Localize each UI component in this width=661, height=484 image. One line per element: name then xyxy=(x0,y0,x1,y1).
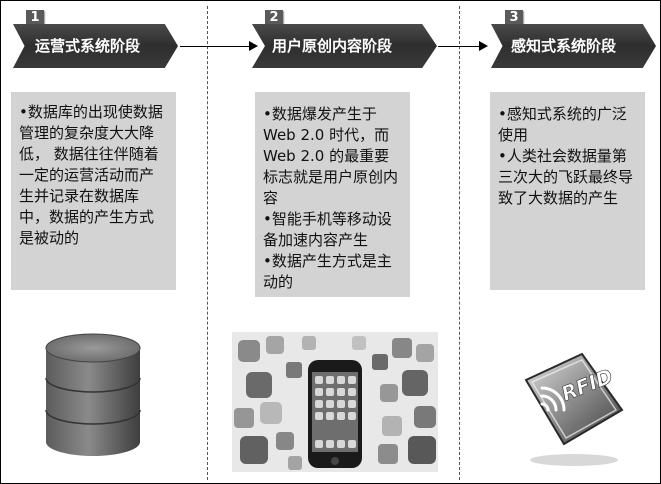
flow-arrow xyxy=(438,46,486,47)
bullet-item: •感知式系统的广泛使用 xyxy=(498,104,637,146)
stage-number-badge: 2 xyxy=(265,10,283,26)
column-divider xyxy=(459,6,460,480)
smartphone-apps-collage xyxy=(232,332,438,472)
stage-description-box: •数据库的出现使数据管理的复杂度大大降低， 数据往往伴随着一定的运营活动而产生并… xyxy=(11,92,176,290)
bullet-item: •人类社会数据量第三次大的飞跃最终导致了大数据的产生 xyxy=(498,146,637,209)
stage-description-box: •数据爆发产生于Web 2.0 时代，而Web 2.0 的最重要标志就是用户原创… xyxy=(255,92,410,297)
column-divider xyxy=(207,6,208,480)
stage-number-badge: 3 xyxy=(505,10,523,26)
flow-arrow xyxy=(180,46,256,47)
stage-number-badge: 1 xyxy=(26,10,44,26)
stage-label-ugc: 用户原创内容阶段 xyxy=(252,24,437,68)
bullet-item: •数据产生方式是主动的 xyxy=(263,251,402,293)
bullet-item: •智能手机等移动设备加速内容产生 xyxy=(263,209,402,251)
rfid-tag-icon: RFID xyxy=(512,340,632,470)
database-cylinder-icon xyxy=(38,330,148,462)
bullet-item: •数据爆发产生于Web 2.0 时代，而Web 2.0 的最重要标志就是用户原创… xyxy=(263,104,402,209)
bullet-item: •数据库的出现使数据管理的复杂度大大降低， 数据往往伴随着一定的运营活动而产生并… xyxy=(19,102,168,249)
stage-description-box: •感知式系统的广泛使用 •人类社会数据量第三次大的飞跃最终导致了大数据的产生 xyxy=(490,92,645,290)
stage-label-perception: 感知式系统阶段 xyxy=(491,24,656,68)
stage-label-operational: 运营式系统阶段 xyxy=(13,24,178,68)
